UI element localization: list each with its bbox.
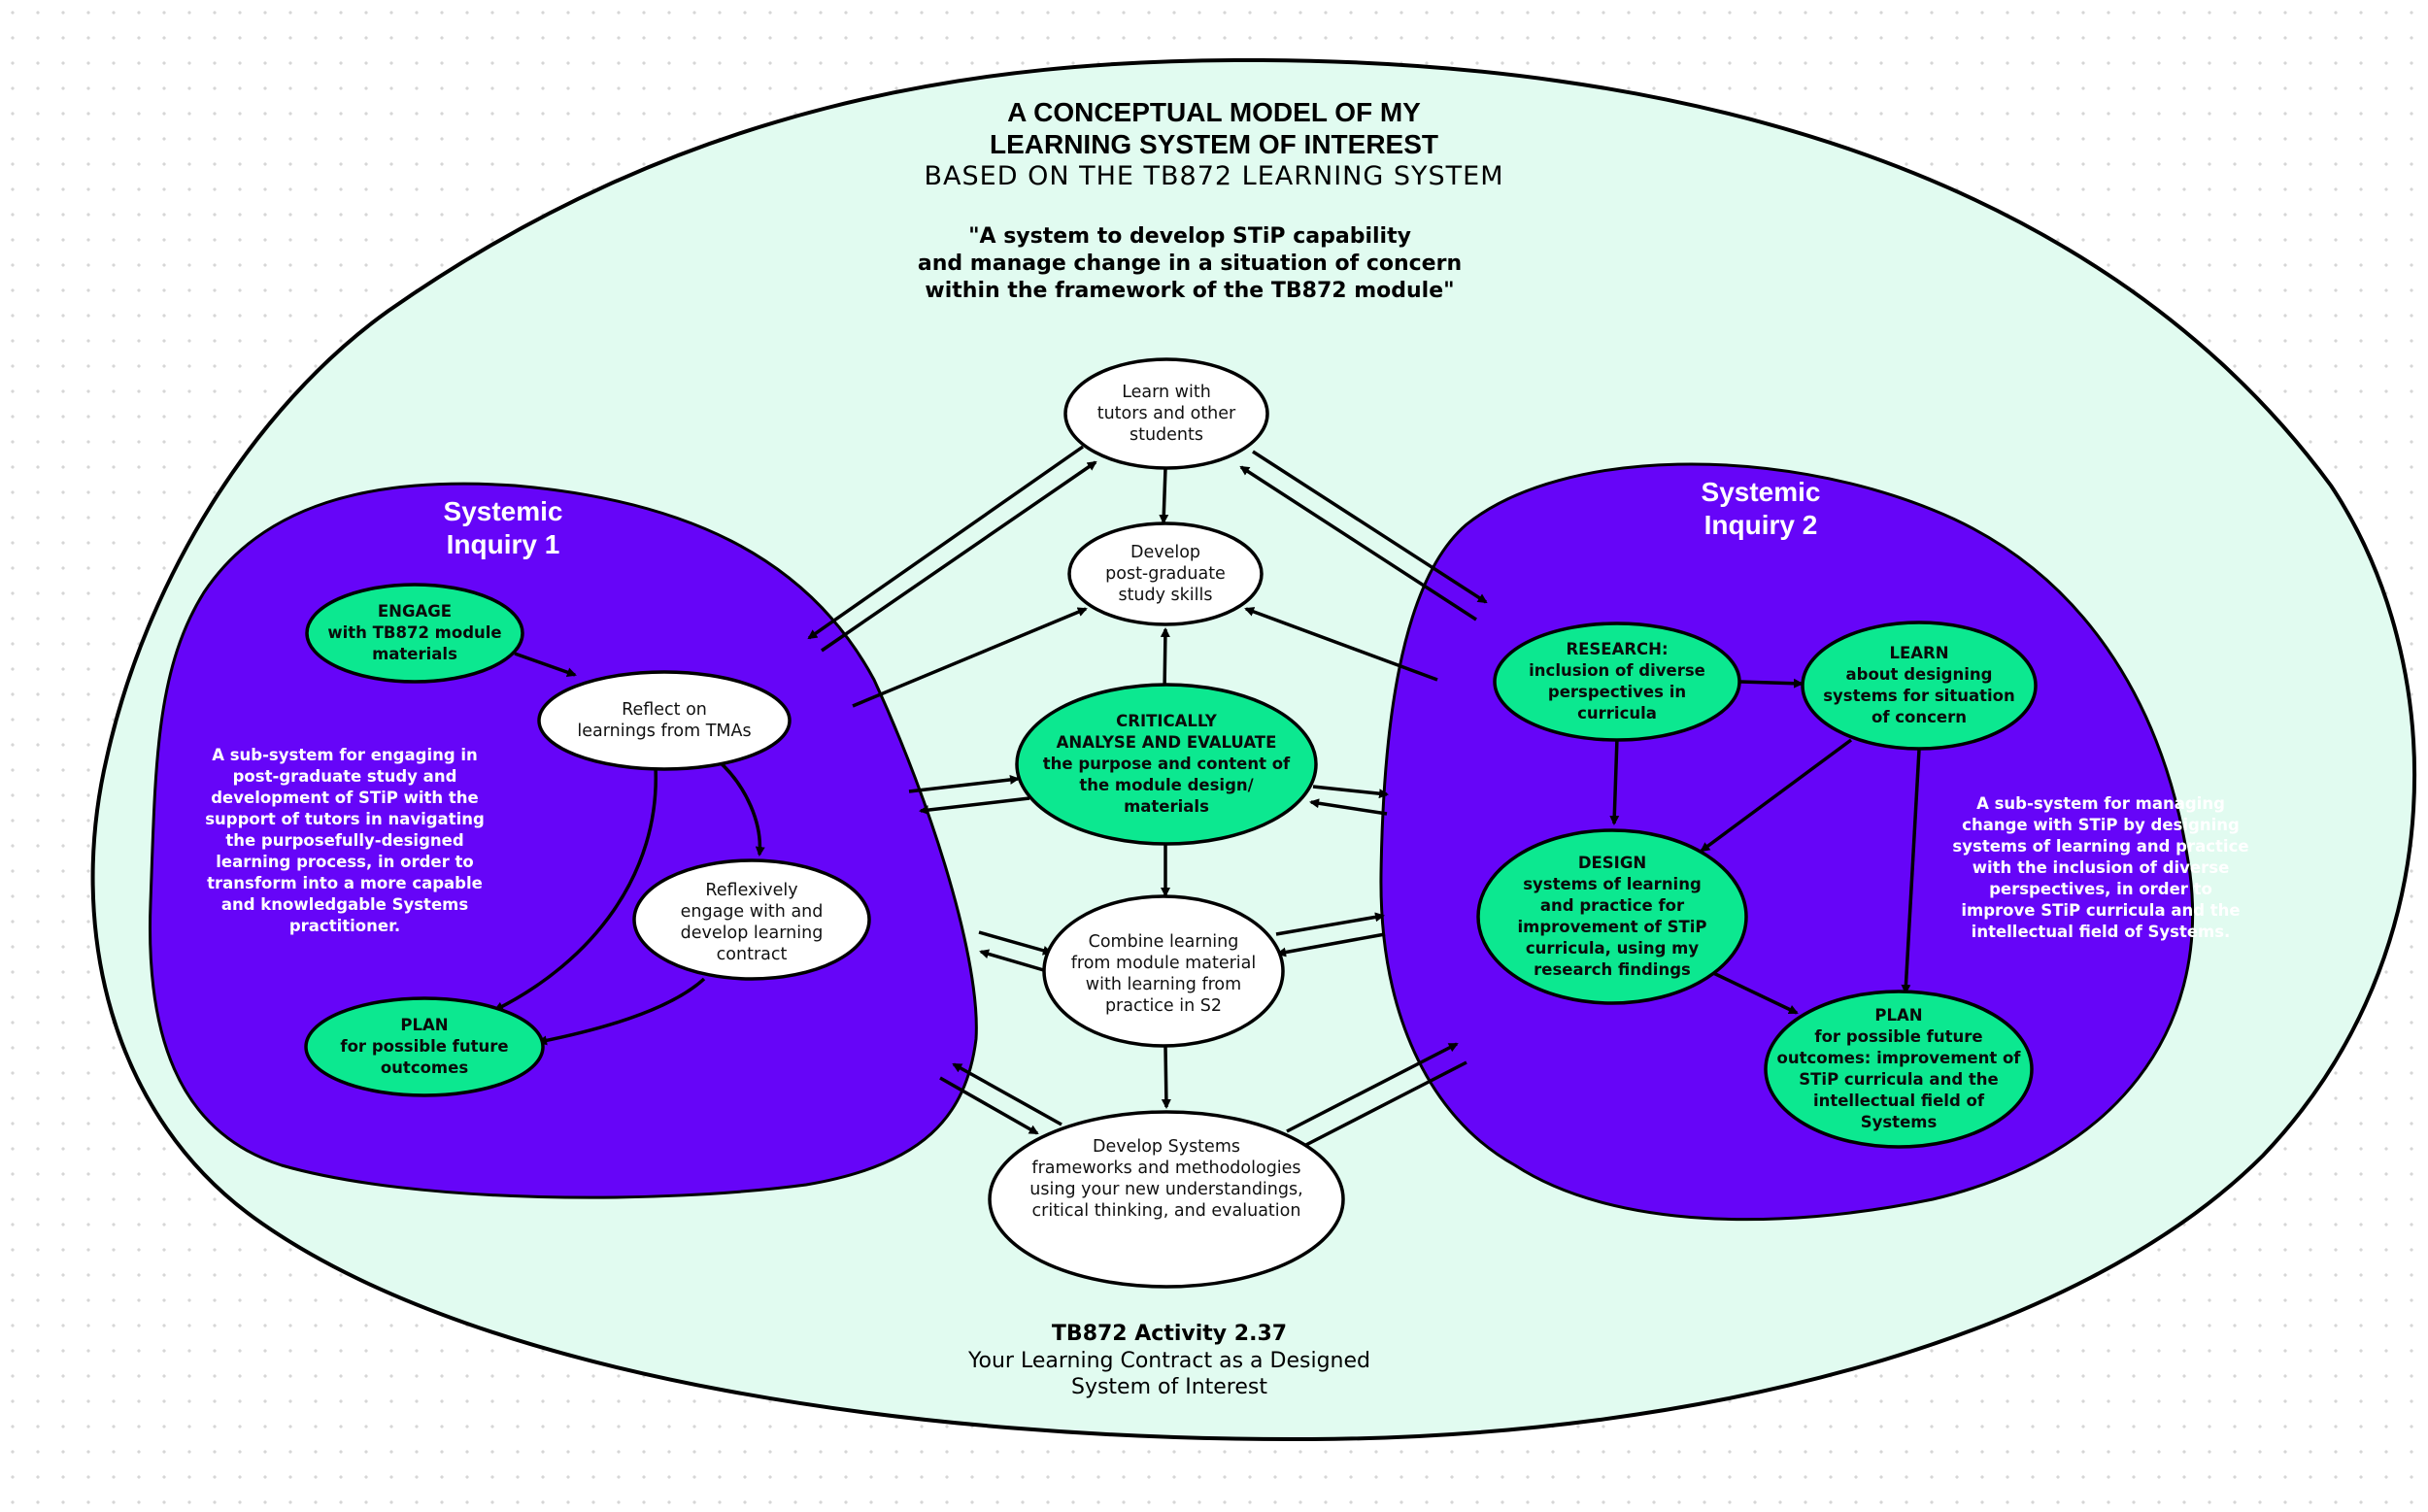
inquiry2-title: Systemic Inquiry 2 [1701,477,1821,540]
arrow-si1-to-tutors [821,460,1097,653]
node-develop-skills: Develop post-graduate study skills [1105,543,1226,605]
arrow-si2-to-combine [1276,932,1386,958]
node-reflexively-shape [632,858,871,981]
activity-caption: Your Learning Contract as a Designed Sys… [968,1349,1370,1399]
arrows [493,445,1921,1152]
arrow-frameworks-to-si2 [1286,1042,1459,1133]
arrow-frameworks-to-si1 [952,1062,1062,1126]
node-plan1-shape [304,996,545,1097]
node-learn: LEARN about designing systems for situat… [1823,644,2015,726]
arrow-design-to-plan [1708,969,1799,1015]
arrow-learn-to-design [1700,738,1853,853]
node-design-shape [1476,828,1748,1005]
node-develop-frameworks-shape [988,1110,1345,1289]
arrow-combine-to-frameworks [1161,1046,1171,1109]
white-node-shapes [537,357,1345,1289]
node-develop-frameworks: Develop Systems frameworks and methodolo… [1029,1137,1303,1221]
node-critically-analyse: CRITICALLY ANALYSE AND EVALUATE the purp… [1042,712,1291,816]
inquiry2-description: A sub-system for managing change with ST… [1952,794,2249,941]
node-learn-with-tutors: Learn with tutors and other students [1096,383,1236,445]
arrow-critical-to-skills [1160,627,1170,692]
arrow-si2-to-skills [1244,607,1438,682]
node-plan2: PLAN for possible future outcomes: impro… [1776,1006,2021,1131]
arrow-combine-to-si2 [1275,912,1385,936]
arrow-si1-to-frameworks [939,1076,1039,1135]
arrow-reflect-to-plan [493,766,658,1012]
diagram-subtitle: BASED ON THE TB872 LEARNING SYSTEM [924,161,1504,191]
quote-line2: and manage change in a situation of conc… [917,252,1463,276]
node-research: RESEARCH: inclusion of diverse perspecti… [1529,640,1705,722]
node-learn-shape [1801,621,2038,751]
arrow-tutors-to-skills [1159,467,1169,524]
node-combine-learning-shape [1042,894,1285,1048]
arrow-si1-to-skills [852,607,1088,708]
quote-line3: within the framework of the TB872 module… [925,279,1455,303]
arrow-si2-to-tutors [1239,465,1477,622]
arrow-learn-to-plan [1901,749,1921,994]
arrow-si1-to-combine [978,930,1053,956]
node-research-shape [1493,622,1741,742]
activity-label: TB872 Activity 2.37 [1051,1322,1288,1346]
arrow-critical-to-si2 [1312,785,1389,799]
node-develop-skills-shape [1067,521,1264,626]
arrow-research-to-learn [1739,678,1804,689]
arrow-reflexively-to-plan [537,977,706,1046]
quote-line1: "A system to develop STiP capability [968,224,1411,249]
arrow-tutors-to-si2 [1252,450,1488,604]
diagram-title-line1: A CONCEPTUAL MODEL OF MY [1007,97,1421,127]
node-engage: ENGAGE with TB872 module materials [327,602,502,663]
arrow-combine-to-si1 [979,949,1048,973]
node-critically-shape [1015,683,1318,846]
diagram-title-line2: LEARNING SYSTEM OF INTEREST [989,129,1439,159]
node-reflexively: Reflexively engage with and develop lear… [680,881,824,964]
node-reflect-shape [537,670,792,771]
node-plan2-shape [1764,990,2034,1149]
node-plan1: PLAN for possible future outcomes [340,1016,509,1077]
arrow-si2-to-critical [1309,798,1388,816]
arrow-si1-to-critical [908,774,1020,793]
arrow-critical-to-si1 [919,796,1030,816]
arrow-tutors-to-si1 [807,445,1085,640]
node-learn-with-tutors-shape [1063,357,1269,470]
inquiry1-description: A sub-system for engaging in post-gradua… [205,746,485,935]
arrow-engage-to-reflect [514,652,577,678]
inquiry1-title: Systemic Inquiry 1 [443,496,563,559]
node-design: DESIGN systems of learning and practice … [1517,854,1707,979]
green-node-shapes [304,583,2038,1149]
node-reflect: Reflect on learnings from TMAs [577,700,752,741]
arrow-reflect-to-reflexively [715,757,765,857]
node-engage-shape [305,583,524,684]
arrow-si2-to-frameworks [1295,1060,1467,1152]
arrow-research-to-design [1609,737,1620,825]
node-combine-learning: Combine learning from module material wi… [1070,932,1257,1016]
